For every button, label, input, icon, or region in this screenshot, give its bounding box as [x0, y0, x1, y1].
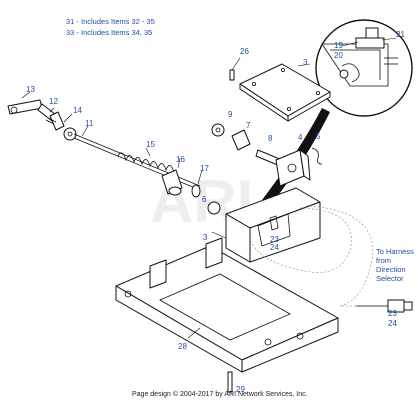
shaft-assembly — [7, 99, 201, 191]
callout-21[interactable]: 21 — [396, 30, 405, 39]
washer-17 — [191, 184, 201, 198]
callout-23-box[interactable]: 23 — [270, 235, 279, 244]
bushing-7 — [231, 129, 251, 151]
spring-15 — [117, 152, 175, 173]
callout-13[interactable]: 13 — [26, 85, 35, 94]
bracket-4 — [275, 149, 311, 187]
clip-5 — [311, 147, 323, 165]
harness-connector — [356, 299, 413, 313]
nut-9 — [211, 123, 225, 137]
callout-24-box[interactable]: 24 — [270, 243, 279, 252]
callout-8[interactable]: 8 — [268, 134, 273, 143]
bushing-16 — [161, 169, 183, 196]
detail-inset — [315, 19, 413, 117]
bolt-29 — [227, 371, 233, 393]
callout-11[interactable]: 11 — [85, 119, 94, 128]
callout-3-cover[interactable]: 3 — [303, 58, 308, 67]
callout-14[interactable]: 14 — [73, 106, 82, 115]
callout-15[interactable]: 15 — [146, 140, 155, 149]
callout-24-harness[interactable]: 24 — [388, 319, 397, 328]
callout-20[interactable]: 20 — [334, 51, 343, 60]
switch-box — [225, 187, 321, 263]
callout-4[interactable]: 4 — [298, 133, 303, 142]
harness-note-4: Selector — [376, 274, 404, 283]
harness-note-1: To Harness — [376, 247, 414, 256]
callout-16[interactable]: 16 — [176, 155, 185, 164]
callout-12[interactable]: 12 — [49, 97, 58, 106]
wire-harness — [249, 207, 352, 273]
roller-6 — [207, 201, 221, 215]
callout-3-box[interactable]: 3 — [203, 233, 208, 242]
callout-28[interactable]: 28 — [178, 342, 187, 351]
harness-note-3: Direction — [376, 265, 406, 274]
note-line-1: 31 - Includes Items 32 - 35 — [66, 17, 155, 26]
callout-23-harness[interactable]: 23 — [388, 309, 397, 318]
copyright-footer: Page design © 2004-2017 by ARI Network S… — [132, 390, 308, 398]
callout-17[interactable]: 17 — [200, 164, 209, 173]
callout-7[interactable]: 7 — [246, 121, 251, 130]
harness-note-2: from — [376, 256, 391, 265]
callout-5[interactable]: 5 — [316, 132, 321, 141]
callout-29[interactable]: 29 — [236, 385, 245, 394]
note-line-2: 33 - Includes Items 34, 35 — [66, 28, 152, 37]
callout-6[interactable]: 6 — [202, 195, 207, 204]
mounting-bracket-28 — [115, 237, 339, 373]
cover-plate — [239, 63, 331, 122]
callout-19[interactable]: 19 — [334, 41, 343, 50]
callout-26[interactable]: 26 — [240, 47, 249, 56]
callout-9[interactable]: 9 — [228, 110, 233, 119]
screw-26 — [229, 57, 241, 81]
